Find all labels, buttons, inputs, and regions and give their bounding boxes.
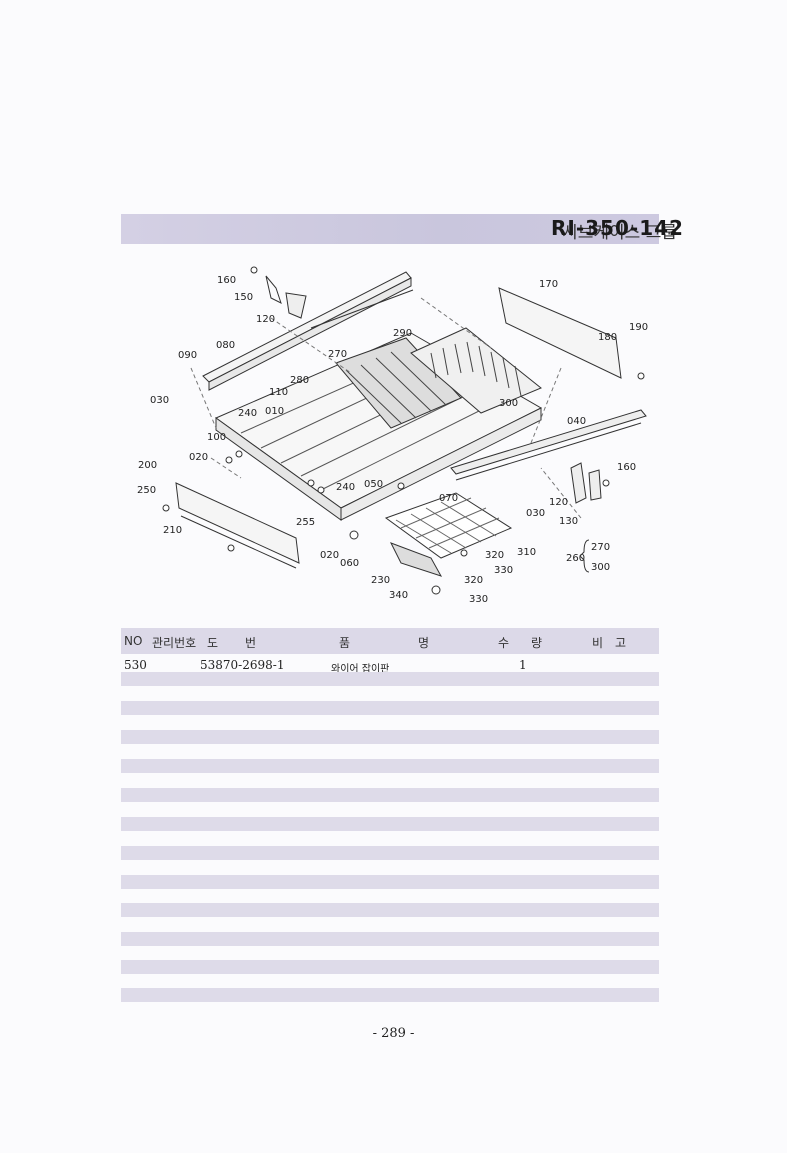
table-row-band [121,988,659,1002]
col-qty-1: 수 [498,636,510,650]
table-row-band [121,817,659,831]
bracket-260 [579,539,590,573]
diagram-label: 320 [464,575,483,586]
diagram-label: 080 [216,340,235,351]
diagram-drawing [162,266,647,595]
col-qty-2: 량 [531,636,543,650]
diagram-label: 270 [328,349,347,360]
exploded-parts-diagram: 160 150 120 080 090 030 240 110 280 270 … [137,266,648,605]
diagram-label: 200 [138,460,157,471]
diagram-label: 100 [207,432,226,443]
diagram-label: 300 [499,398,518,409]
diagram-label: 270 [591,542,610,553]
diagram-label: 030 [526,508,545,519]
diagram-label: 060 [340,558,359,569]
diagram-label: 340 [389,590,408,601]
row-part-name: 와이어 잡이판 [331,664,390,675]
diagram-label: 070 [439,493,458,504]
diagram-label: 160 [617,462,636,473]
section-header-band [121,214,659,244]
table-row-band [121,903,659,917]
diagram-label: 160 [217,275,236,286]
table-row-band [121,730,659,744]
diagram-label: 330 [494,565,513,576]
diagram-label: 010 [265,406,284,417]
diagram-label: 030 [150,395,169,406]
diagram-label: 240 [336,482,355,493]
table-header-band [121,628,659,654]
diagram-label: 230 [371,575,390,586]
diagram-label: 040 [567,416,586,427]
diagram-labels: 160 150 120 080 090 030 240 110 280 270 … [137,275,648,605]
section-title: 시브케이스 그룹 [562,223,677,243]
table-row-band [121,846,659,860]
section-code: RI-350-142 [551,216,684,240]
table-row-band [121,672,659,686]
diagram-label: 310 [517,547,536,558]
row-part-number: 53870-2698-1 [200,658,285,672]
row-no: 530 [124,658,147,672]
diagram-label: 020 [320,550,339,561]
col-remark-1: 비 [592,636,604,650]
table-row-band [121,759,659,773]
diagram-label: 020 [189,452,208,463]
diagram-label: 280 [290,375,309,386]
diagram-label: 330 [469,594,488,605]
diagram-label: 255 [296,517,315,528]
col-no: NO [124,634,143,648]
diagram-label: 300 [591,562,610,573]
diagram-label: 120 [549,497,568,508]
table-row-band [121,788,659,802]
diagram-label: 260 [566,553,585,564]
col-name-2: 명 [418,636,430,650]
diagram-label: 320 [485,550,504,561]
diagram-label: 170 [539,279,558,290]
table-row-band [121,960,659,974]
diagram-label: 120 [256,314,275,325]
table-row-band [121,701,659,715]
diagram-label: 090 [178,350,197,361]
page-number: - 289 - [372,1026,415,1041]
col-name-1: 품 [339,636,351,650]
row-qty: 1 [519,658,527,672]
diagram-label: 110 [269,387,288,398]
table-row-band [121,932,659,946]
diagram-label: 290 [393,328,412,339]
diagram-label: 210 [163,525,182,536]
diagram-label: 050 [364,479,383,490]
col-drawing-1: 도 [207,636,219,650]
diagram-label: 180 [598,332,617,343]
col-mgmt: 관리번호 [152,636,197,650]
col-remark-2: 고 [615,636,627,650]
diagram-label: 190 [629,322,648,333]
col-drawing-2: 번 [245,636,257,650]
table-row-band [121,875,659,889]
diagram-label: 240 [238,408,257,419]
diagram-label: 130 [559,516,578,527]
diagram-label: 150 [234,292,253,303]
diagram-label: 250 [137,485,156,496]
